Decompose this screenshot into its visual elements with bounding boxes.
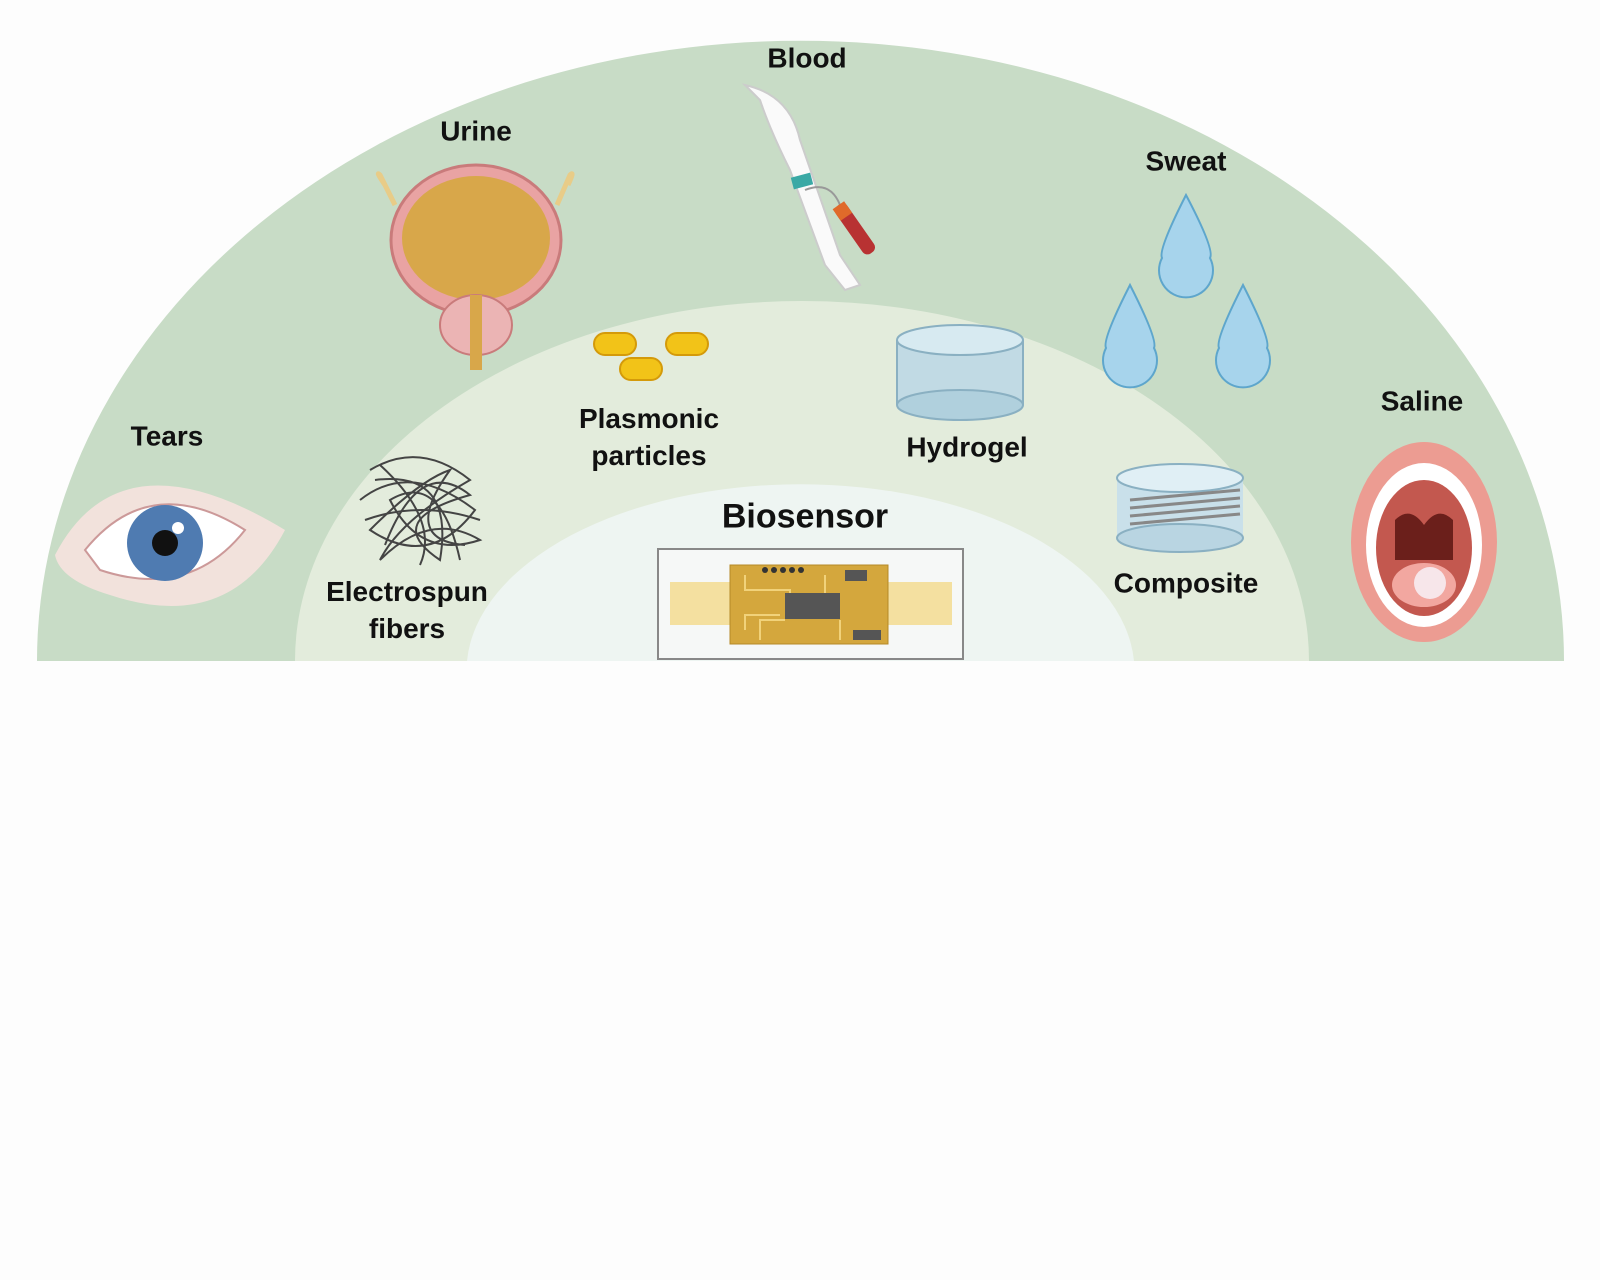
label-composite: Composite bbox=[1113, 567, 1259, 599]
label-tears: Tears bbox=[130, 420, 204, 452]
mouth-icon bbox=[1351, 442, 1497, 642]
label-plasmonic-particles: Plasmonic particles bbox=[579, 400, 719, 474]
label-hydrogel: Hydrogel bbox=[906, 431, 1028, 463]
label-blood: Blood bbox=[767, 42, 847, 74]
label-urine: Urine bbox=[440, 115, 512, 147]
label-electrospun-fibers: Electrospun fibers bbox=[326, 573, 488, 647]
bladder-icon bbox=[375, 163, 575, 370]
sweat-drops-icon bbox=[1102, 192, 1271, 389]
blood-draw-arm-icon bbox=[741, 83, 876, 292]
hydrogel-icon bbox=[896, 324, 1024, 421]
plasmonic-particles-icon bbox=[593, 332, 709, 381]
composite-icon bbox=[1116, 463, 1244, 553]
biosensor-chip-icon bbox=[657, 548, 964, 660]
label-plasmonic-line1: Plasmonic bbox=[578, 403, 720, 434]
label-biosensor: Biosensor bbox=[721, 497, 889, 536]
eye-icon bbox=[55, 485, 285, 607]
label-electrospun-line1: Electrospun bbox=[326, 576, 488, 607]
electrospun-fibers-icon bbox=[359, 456, 483, 566]
label-sweat: Sweat bbox=[1145, 145, 1227, 177]
label-electrospun-line2: fibers bbox=[368, 613, 446, 644]
label-saline: Saline bbox=[1380, 385, 1464, 417]
label-plasmonic-line2: particles bbox=[591, 440, 707, 471]
